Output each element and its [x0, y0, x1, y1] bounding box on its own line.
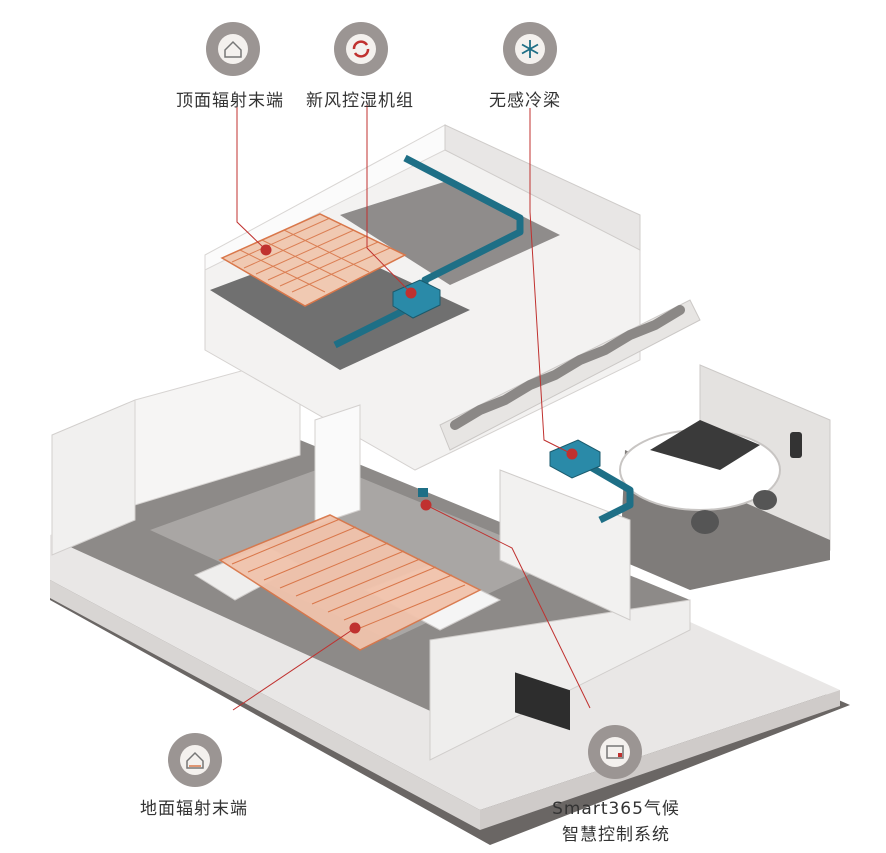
house-icon: [218, 34, 248, 64]
label-ceiling-radiant: 顶面辐射末端: [176, 91, 284, 111]
label-fresh-air-unit: 新风控湿机组: [306, 91, 414, 111]
callout-line-smart: [425, 504, 591, 709]
snowflake-icon: [515, 34, 545, 64]
callout-line-cooling-beam: [529, 108, 573, 455]
house-base-edge-right: [480, 690, 840, 830]
refresh-cycle-icon: [346, 34, 376, 64]
wall-thermostat: [418, 488, 428, 497]
lower-duct: [568, 451, 634, 524]
ev-charger: [790, 432, 802, 458]
thermostat-screen-icon: [600, 737, 630, 767]
wall-left: [51, 399, 136, 556]
wall-front: [429, 599, 691, 761]
fresh-air-icon-badge: [334, 22, 388, 76]
planter-plants: [450, 305, 685, 430]
house-base-edge: [50, 580, 480, 830]
upper-back-wall: [444, 124, 641, 251]
callout-dot-smart: [420, 499, 432, 511]
callout-dot-cooling-beam: [566, 448, 578, 460]
label-smart-control: Smart365气候 智慧控制系统: [546, 796, 686, 848]
callout-dot-ceiling: [260, 244, 272, 256]
label-smart-line1: Smart365气候: [552, 799, 680, 819]
fresh-air-unit: [392, 279, 441, 319]
callout-dot-fresh-air: [405, 287, 417, 299]
callout-line-ceiling: [236, 105, 267, 251]
floor-icon-badge: [168, 733, 222, 787]
cooling-beam-unit: [549, 439, 601, 479]
callout-line-fresh-air: [366, 105, 412, 294]
upper-bed-floor: [340, 180, 560, 285]
cooling-beam-icon-badge: [503, 22, 557, 76]
callout-line-floor: [232, 627, 356, 711]
label-smart-line2: 智慧控制系统: [562, 825, 670, 845]
shelves: [314, 404, 361, 526]
label-floor-radiant: 地面辐射末端: [140, 799, 248, 819]
garage-wall: [499, 469, 631, 621]
callout-dot-floor: [349, 622, 361, 634]
floor-heating-area: [218, 514, 482, 651]
label-cooling-beam: 无感冷梁: [489, 91, 561, 111]
smart-icon-badge: [588, 725, 642, 779]
tv-screen: [515, 672, 570, 731]
car-illustration: [619, 420, 781, 534]
house-floor-icon: [180, 745, 210, 775]
ceiling-icon-badge: [206, 22, 260, 76]
